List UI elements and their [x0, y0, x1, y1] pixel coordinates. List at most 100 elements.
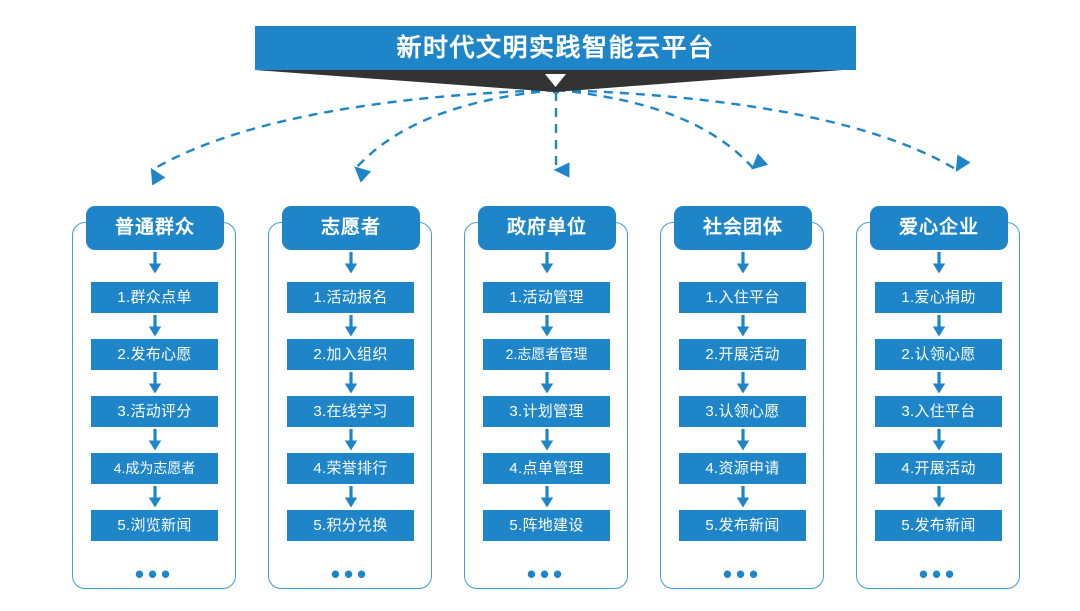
- header-to-item-arrow-public: [91, 250, 218, 282]
- more-items-ellipsis-public: •••: [134, 559, 175, 589]
- more-items-ellipsis-social-group: •••: [722, 559, 763, 589]
- platform-title-banner: 新时代文明实践智能云平台: [255, 26, 856, 92]
- arrow-down-icon: [932, 315, 945, 337]
- arrow-down-icon: [932, 486, 945, 508]
- arrow-down-icon: [540, 486, 553, 508]
- arrow-down-icon: [148, 315, 161, 337]
- item-social-group-1[interactable]: 1.入住平台: [679, 282, 806, 313]
- item-government-1[interactable]: 1.活动管理: [483, 282, 610, 313]
- banner-bar: [255, 26, 856, 70]
- arrow-down-icon: [540, 315, 553, 337]
- header-to-item-arrow-social-group: [679, 250, 806, 282]
- item-arrow-volunteer-3: [287, 427, 414, 453]
- arrow-down-icon: [736, 315, 749, 337]
- arrow-down-icon: [344, 429, 357, 451]
- arrow-down-icon: [736, 252, 749, 274]
- column-header-social-group[interactable]: 社会团体: [674, 206, 812, 250]
- arrow-down-icon: [344, 315, 357, 337]
- header-to-item-arrow-volunteer: [287, 250, 414, 282]
- column-items-volunteer: 1.活动报名 2.加入组织 3.在线学习 4.荣誉排行 5.积分兑换: [287, 282, 414, 541]
- item-enterprise-2[interactable]: 2.认领心愿: [875, 339, 1002, 370]
- item-arrow-social-group-3: [679, 427, 806, 453]
- item-public-3[interactable]: 3.活动评分: [91, 396, 218, 427]
- header-to-item-arrow-government: [483, 250, 610, 282]
- page-title: 新时代文明实践智能云平台: [396, 34, 715, 62]
- item-government-2[interactable]: 2.志愿者管理: [483, 339, 610, 370]
- item-arrow-government-1: [483, 313, 610, 339]
- item-enterprise-5[interactable]: 5.发布新闻: [875, 510, 1002, 541]
- item-enterprise-3[interactable]: 3.入住平台: [875, 396, 1002, 427]
- item-volunteer-2[interactable]: 2.加入组织: [287, 339, 414, 370]
- item-arrow-government-2: [483, 370, 610, 396]
- arrow-down-icon: [736, 372, 749, 394]
- arrow-down-icon: [148, 372, 161, 394]
- column-items-public: 1.群众点单 2.发布心愿 3.活动评分 4.成为志愿者 5.浏览新闻: [91, 282, 218, 541]
- connector-to-enterprise: [555, 88, 971, 173]
- item-arrow-social-group-4: [679, 484, 806, 510]
- item-arrow-government-3: [483, 427, 610, 453]
- item-public-5[interactable]: 5.浏览新闻: [91, 510, 218, 541]
- column-header-public[interactable]: 普通群众: [86, 206, 224, 250]
- item-public-4[interactable]: 4.成为志愿者: [91, 453, 218, 484]
- column-header-government[interactable]: 政府单位: [478, 206, 616, 250]
- column-items-enterprise: 1.爱心捐助 2.认领心愿 3.入住平台 4.开展活动 5.发布新闻: [875, 282, 1002, 541]
- column-social-group: 社会团体 1.入住平台 2.开展活动 3.认领心愿 4.资源申请 5.发布新闻 •••: [660, 206, 826, 591]
- arrow-down-icon: [932, 429, 945, 451]
- item-arrow-volunteer-4: [287, 484, 414, 510]
- connector-to-social-group: [555, 88, 769, 170]
- item-enterprise-4[interactable]: 4.开展活动: [875, 453, 1002, 484]
- more-items-ellipsis-volunteer: •••: [330, 559, 371, 589]
- item-arrow-enterprise-1: [875, 313, 1002, 339]
- connector-to-volunteer: [354, 88, 557, 183]
- item-government-5[interactable]: 5.阵地建设: [483, 510, 610, 541]
- item-government-3[interactable]: 3.计划管理: [483, 396, 610, 427]
- column-government: 政府单位 1.活动管理 2.志愿者管理 3.计划管理 4.点单管理 5.阵地建设 •••: [464, 206, 630, 591]
- arrow-down-icon: [932, 372, 945, 394]
- item-volunteer-4[interactable]: 4.荣誉排行: [287, 453, 414, 484]
- column-items-government: 1.活动管理 2.志愿者管理 3.计划管理 4.点单管理 5.阵地建设: [483, 282, 610, 541]
- item-government-4[interactable]: 4.点单管理: [483, 453, 610, 484]
- item-arrow-social-group-2: [679, 370, 806, 396]
- column-items-social-group: 1.入住平台 2.开展活动 3.认领心愿 4.资源申请 5.发布新闻: [679, 282, 806, 541]
- item-arrow-social-group-1: [679, 313, 806, 339]
- arrow-down-icon: [736, 429, 749, 451]
- item-social-group-5[interactable]: 5.发布新闻: [679, 510, 806, 541]
- arrow-down-icon: [932, 252, 945, 274]
- arrow-down-icon: [148, 429, 161, 451]
- arrow-down-icon: [344, 372, 357, 394]
- item-social-group-4[interactable]: 4.资源申请: [679, 453, 806, 484]
- chevron-down-icon: [545, 74, 566, 87]
- item-arrow-public-2: [91, 370, 218, 396]
- item-enterprise-1[interactable]: 1.爱心捐助: [875, 282, 1002, 313]
- item-social-group-3[interactable]: 3.认领心愿: [679, 396, 806, 427]
- item-volunteer-1[interactable]: 1.活动报名: [287, 282, 414, 313]
- item-volunteer-5[interactable]: 5.积分兑换: [287, 510, 414, 541]
- arrow-down-icon: [736, 486, 749, 508]
- item-arrow-enterprise-4: [875, 484, 1002, 510]
- arrow-down-icon: [344, 252, 357, 274]
- arrow-down-icon: [148, 486, 161, 508]
- item-public-1[interactable]: 1.群众点单: [91, 282, 218, 313]
- column-header-enterprise[interactable]: 爱心企业: [870, 206, 1008, 250]
- header-to-item-arrow-enterprise: [875, 250, 1002, 282]
- arrow-down-icon: [540, 372, 553, 394]
- column-header-volunteer[interactable]: 志愿者: [282, 206, 420, 250]
- item-volunteer-3[interactable]: 3.在线学习: [287, 396, 414, 427]
- item-arrow-public-1: [91, 313, 218, 339]
- item-arrow-enterprise-3: [875, 427, 1002, 453]
- column-public: 普通群众 1.群众点单 2.发布心愿 3.活动评分 4.成为志愿者 5.浏览新闻 •••: [72, 206, 238, 591]
- column-volunteer: 志愿者 1.活动报名 2.加入组织 3.在线学习 4.荣誉排行 5.积分兑换 •••: [268, 206, 434, 591]
- item-arrow-volunteer-2: [287, 370, 414, 396]
- item-arrow-volunteer-1: [287, 313, 414, 339]
- item-social-group-2[interactable]: 2.开展活动: [679, 339, 806, 370]
- item-public-2[interactable]: 2.发布心愿: [91, 339, 218, 370]
- item-arrow-public-3: [91, 427, 218, 453]
- item-arrow-government-4: [483, 484, 610, 510]
- arrow-down-icon: [540, 252, 553, 274]
- connector-to-public: [150, 88, 557, 186]
- more-items-ellipsis-government: •••: [526, 559, 567, 589]
- arrow-down-icon: [148, 252, 161, 274]
- item-arrow-enterprise-2: [875, 370, 1002, 396]
